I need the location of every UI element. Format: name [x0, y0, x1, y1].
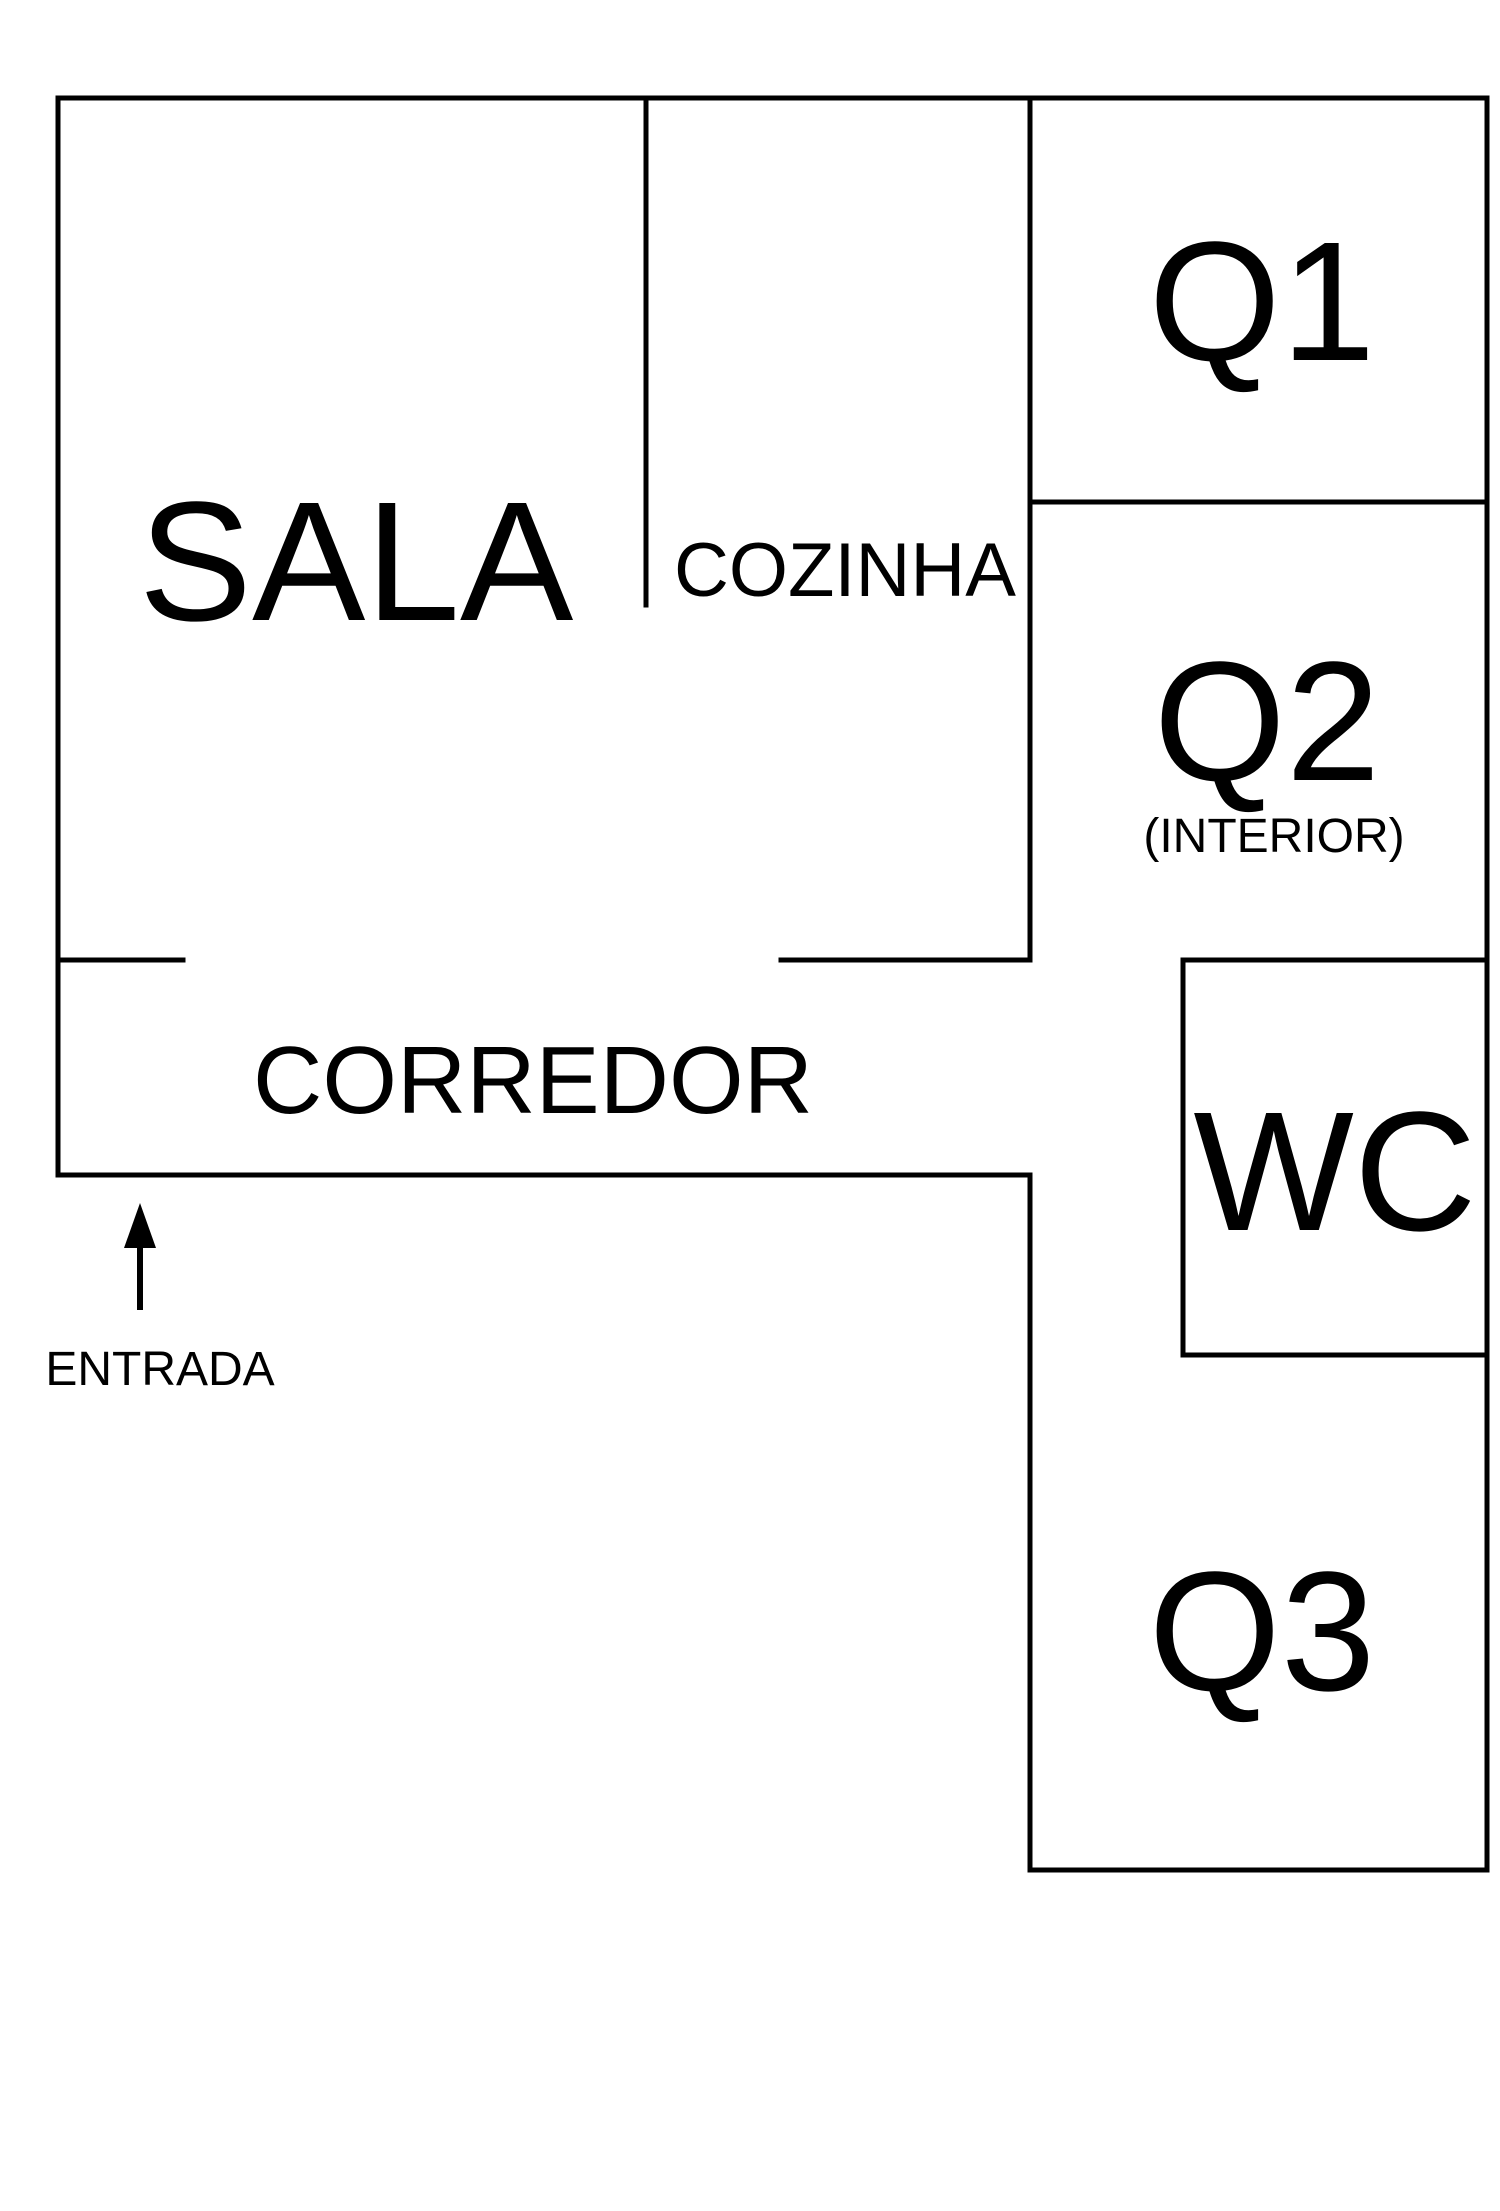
arrow-up-icon [124, 1203, 156, 1310]
room-label-q1: Q1 [1149, 207, 1376, 397]
room-label-cozinha: COZINHA [674, 528, 1016, 613]
room-label-corredor: CORREDOR [253, 1027, 813, 1134]
room-label-wc: WC [1193, 1077, 1476, 1267]
walls [55, 95, 1490, 1873]
entrance-label: ENTRADA [45, 1343, 274, 1396]
room-label-q2: Q2 [1154, 627, 1381, 817]
room-label-q2-note: (INTERIOR) [1143, 810, 1404, 863]
room-label-sala: SALA [139, 467, 574, 657]
room-label-q3: Q3 [1149, 1537, 1376, 1727]
